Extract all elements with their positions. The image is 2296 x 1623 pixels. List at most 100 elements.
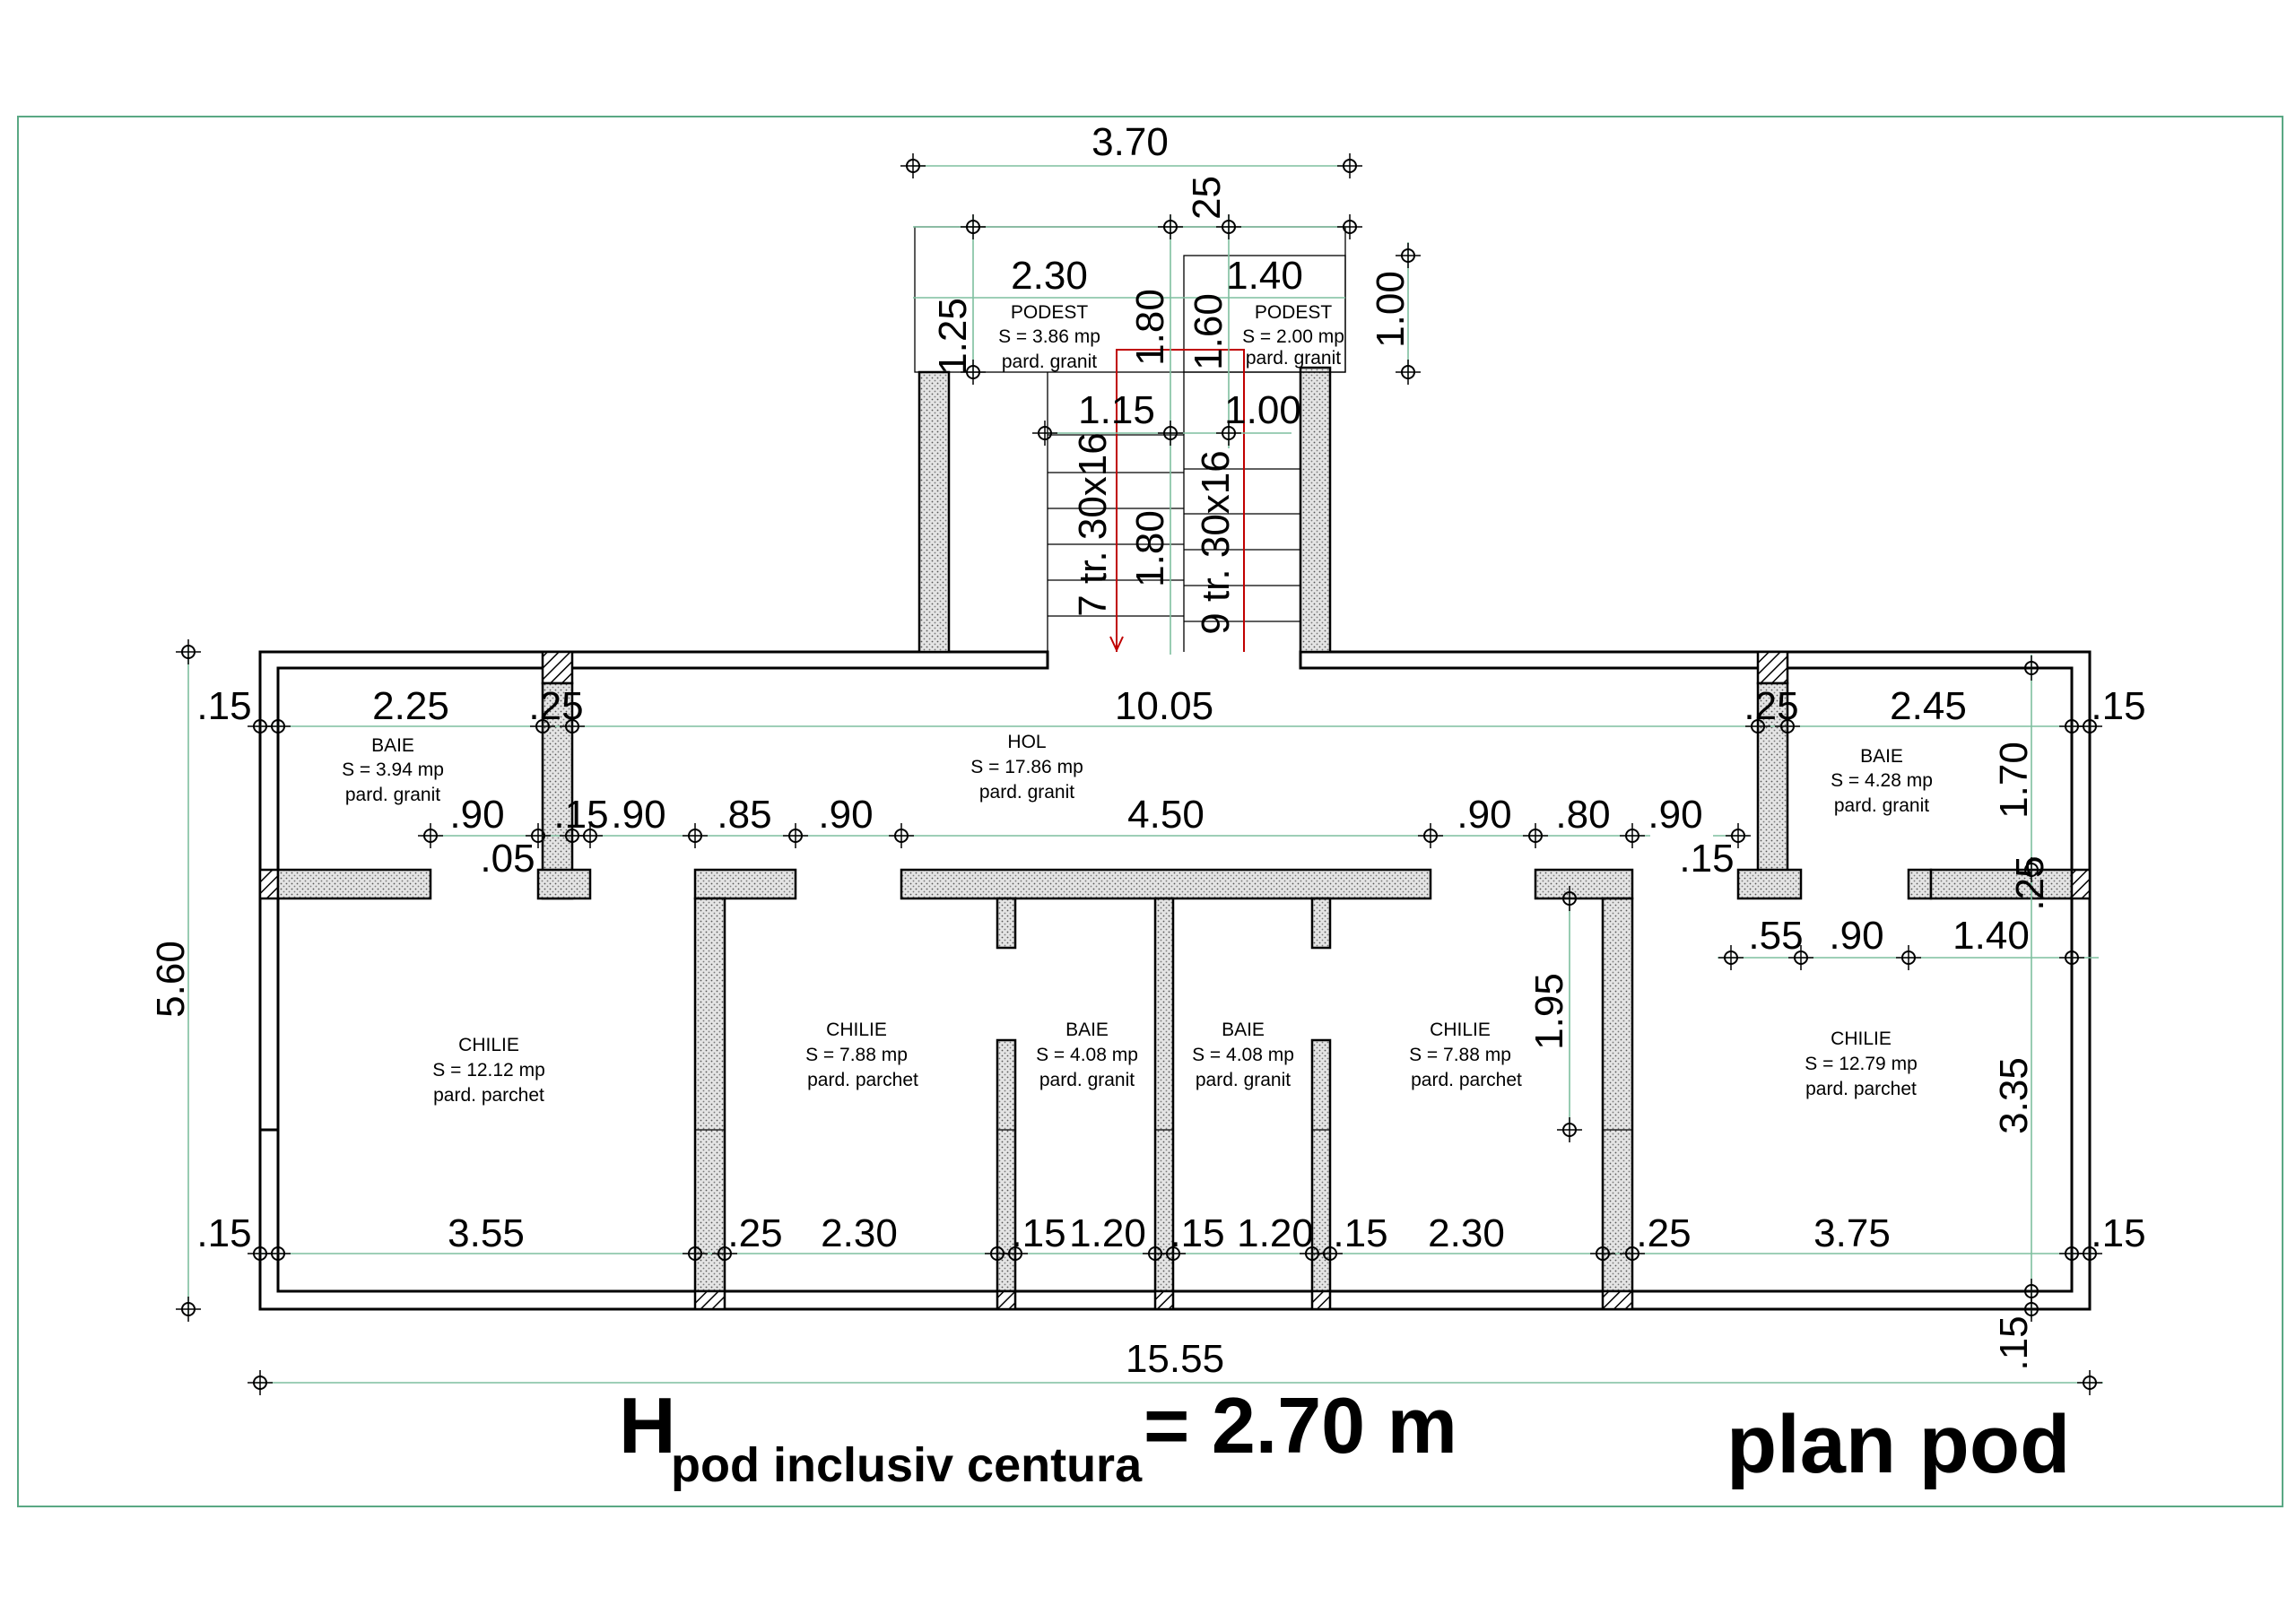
dim-r-140: 1.40	[1952, 914, 2030, 958]
svg-text:pard. granit: pard. granit	[1002, 352, 1097, 372]
room-chilie-3: CHILIE S = 7.88 mp pard. parchet	[1409, 1020, 1522, 1090]
plan-name: plan pod	[1726, 1399, 2070, 1490]
dim-b-230-b: 2.30	[1428, 1211, 1505, 1255]
room-labels: BAIE S = 3.94 mp pard. granit HOL S = 17…	[342, 302, 1933, 1106]
dim-h-015-l: .15	[196, 684, 251, 728]
svg-text:CHILIE: CHILIE	[1430, 1020, 1491, 1040]
dim-d-090-c: .90	[818, 793, 873, 837]
svg-text:pard. granit: pard. granit	[1039, 1070, 1135, 1090]
svg-text:BAIE: BAIE	[1065, 1020, 1109, 1040]
svg-text:pard. parchet: pard. parchet	[807, 1070, 918, 1090]
dim-v-560: 5.60	[149, 941, 193, 1018]
dim-d-080: .80	[1555, 793, 1610, 837]
room-baie-right: BAIE S = 4.28 mp pard. granit	[1831, 746, 1933, 816]
svg-text:S = 4.08 mp: S = 4.08 mp	[1036, 1045, 1138, 1065]
dim-top-370: 3.70	[1091, 120, 1169, 164]
room-baie-4: BAIE S = 4.08 mp pard. granit	[1192, 1020, 1294, 1090]
dim-h-25-r: .25	[1744, 684, 1798, 728]
dim-podest-230: 2.30	[1011, 254, 1088, 298]
dim-d-015-b: .15	[1679, 837, 1734, 881]
svg-text:pard. granit: pard. granit	[345, 785, 440, 805]
dim-b-355: 3.55	[448, 1211, 525, 1255]
dim-r-090: .90	[1829, 914, 1883, 958]
dim-top-25: 25	[1185, 176, 1229, 220]
room-chilie-1: CHILIE S = 12.12 mp pard. parchet	[432, 1035, 545, 1106]
dimension-texts: 3.70 25 2.30 1.40 1.00 1.25 1.80 1.60 1.…	[149, 120, 2146, 1381]
room-chilie-4: CHILIE S = 12.79 mp pard. parchet	[1805, 1028, 1918, 1099]
dimension-lines	[176, 153, 2103, 1395]
svg-text:pard. granit: pard. granit	[1834, 795, 1929, 816]
svg-text:S = 4.08 mp: S = 4.08 mp	[1192, 1045, 1294, 1065]
dim-d-090-d: .90	[1457, 793, 1511, 837]
dim-d-090-b: .90	[611, 793, 665, 837]
plan-title: H pod inclusiv centura = 2.70 m plan pod	[619, 1381, 2070, 1492]
height-value: = 2.70 m	[1144, 1381, 1457, 1470]
svg-text:HOL: HOL	[1007, 732, 1046, 752]
svg-text:S = 3.94 mp: S = 3.94 mp	[342, 759, 444, 780]
room-baie-3: BAIE S = 4.08 mp pard. granit	[1036, 1020, 1138, 1090]
dim-h-25-l: .25	[528, 684, 583, 728]
staircase	[914, 226, 1346, 653]
svg-text:CHILIE: CHILIE	[458, 1035, 519, 1055]
dim-h-015-r: .15	[2091, 684, 2145, 728]
dim-b-25-a: .25	[727, 1211, 782, 1255]
height-symbol: H	[619, 1381, 676, 1470]
svg-text:S = 12.12 mp: S = 12.12 mp	[432, 1060, 545, 1081]
dim-d-005: .05	[480, 837, 535, 881]
svg-text:pard. granit: pard. granit	[1246, 348, 1341, 369]
dim-stair-100b: 1.00	[1224, 388, 1301, 432]
dim-b-015-c: .15	[1333, 1211, 1387, 1255]
svg-text:pard. parchet: pard. parchet	[433, 1085, 544, 1106]
dim-d-090-a: .90	[449, 793, 504, 837]
dim-d-450: 4.50	[1127, 793, 1205, 837]
dim-d-085: .85	[717, 793, 771, 837]
svg-text:pard. granit: pard. granit	[1196, 1070, 1291, 1090]
dim-total: 15.55	[1126, 1337, 1224, 1381]
svg-text:S = 12.79 mp: S = 12.79 mp	[1805, 1054, 1918, 1074]
dim-stair-115: 1.15	[1078, 388, 1155, 432]
svg-text:BAIE: BAIE	[371, 735, 414, 756]
dim-b-015-l: .15	[196, 1211, 251, 1255]
svg-text:CHILIE: CHILIE	[826, 1020, 887, 1040]
stair-right-label: 9 tr. 30x16	[1194, 450, 1238, 634]
svg-text:pard. parchet: pard. parchet	[1411, 1070, 1522, 1090]
dim-b-25-b: .25	[1636, 1211, 1691, 1255]
room-podest-left: PODEST S = 3.86 mp pard. granit	[998, 302, 1100, 372]
room-podest-right: PODEST S = 2.00 mp pard. granit	[1242, 302, 1344, 369]
svg-text:BAIE: BAIE	[1222, 1020, 1265, 1040]
svg-text:pard. granit: pard. granit	[979, 782, 1074, 803]
svg-text:S = 2.00 mp: S = 2.00 mp	[1242, 326, 1344, 347]
dim-v-195: 1.95	[1527, 973, 1571, 1050]
height-subscript: pod inclusiv centura	[671, 1438, 1143, 1492]
walls	[258, 366, 2092, 1311]
dim-d-090-e: .90	[1648, 793, 1702, 837]
dim-stair-180b: 1.80	[1128, 510, 1172, 587]
svg-text:PODEST: PODEST	[1255, 302, 1333, 323]
sheet-border	[17, 116, 2283, 1507]
dim-b-230-a: 2.30	[821, 1211, 898, 1255]
dim-r-055: .55	[1748, 914, 1803, 958]
svg-text:S = 3.86 mp: S = 3.86 mp	[998, 326, 1100, 347]
dim-d-25-c: .25	[2008, 855, 2052, 910]
dim-v-015-br: .15	[1992, 1315, 2036, 1370]
svg-text:S = 7.88 mp: S = 7.88 mp	[1409, 1045, 1511, 1065]
room-chilie-2: CHILIE S = 7.88 mp pard. parchet	[805, 1020, 918, 1090]
dim-v-335: 3.35	[1992, 1057, 2036, 1134]
dim-podest-140: 1.40	[1226, 254, 1303, 298]
dim-h-1005: 10.05	[1115, 684, 1213, 728]
dim-b-120-b: 1.20	[1237, 1211, 1314, 1255]
svg-text:S = 4.28 mp: S = 4.28 mp	[1831, 770, 1933, 791]
room-hol: HOL S = 17.86 mp pard. granit	[970, 732, 1083, 803]
svg-text:S = 17.86 mp: S = 17.86 mp	[970, 757, 1083, 777]
dim-stair-160: 1.60	[1187, 293, 1231, 370]
room-baie-left: BAIE S = 3.94 mp pard. granit	[342, 735, 444, 805]
dim-podest-125: 1.25	[931, 298, 975, 375]
svg-text:PODEST: PODEST	[1011, 302, 1089, 323]
stair-left-label: 7 tr. 30x16	[1071, 432, 1115, 616]
dim-b-120-a: 1.20	[1069, 1211, 1146, 1255]
dim-podest-100: 1.00	[1369, 271, 1413, 348]
dim-h-225: 2.25	[372, 684, 449, 728]
svg-text:S = 7.88 mp: S = 7.88 mp	[805, 1045, 908, 1065]
dim-stair-180a: 1.80	[1128, 289, 1172, 366]
